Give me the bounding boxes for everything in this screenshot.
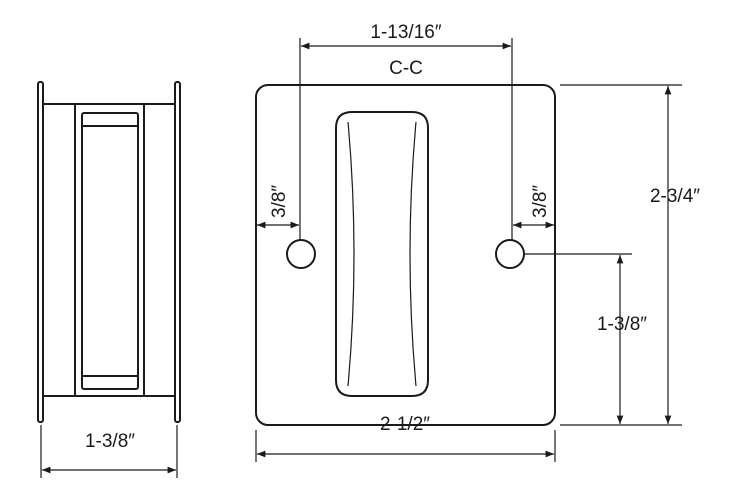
right-offset-label: 3/8″	[530, 185, 551, 218]
front-view: 1-13/16″ C-C 3/8″ 3/8″ 2-3/4″ 1-3/8″ 2-1…	[255, 22, 700, 462]
side-depth-label: 1-3/8″	[85, 431, 135, 452]
plate-width-label: 2-1/2″	[380, 414, 430, 435]
face-plate	[255, 84, 556, 426]
left-offset-label: 3/8″	[269, 185, 290, 218]
hole-height-label: 1-3/8″	[597, 314, 647, 335]
center-to-center-label: 1-13/16″	[370, 22, 441, 43]
side-view: 1-3/8″	[37, 81, 181, 478]
finger-recess	[335, 111, 429, 397]
c-c-label: C-C	[389, 58, 423, 79]
plate-height-label: 2-3/4″	[650, 186, 700, 207]
screw-hole-right	[495, 239, 525, 269]
side-pocket	[81, 112, 139, 390]
recess-contour	[347, 121, 417, 387]
side-body	[42, 103, 176, 397]
screw-hole-left	[286, 239, 316, 269]
